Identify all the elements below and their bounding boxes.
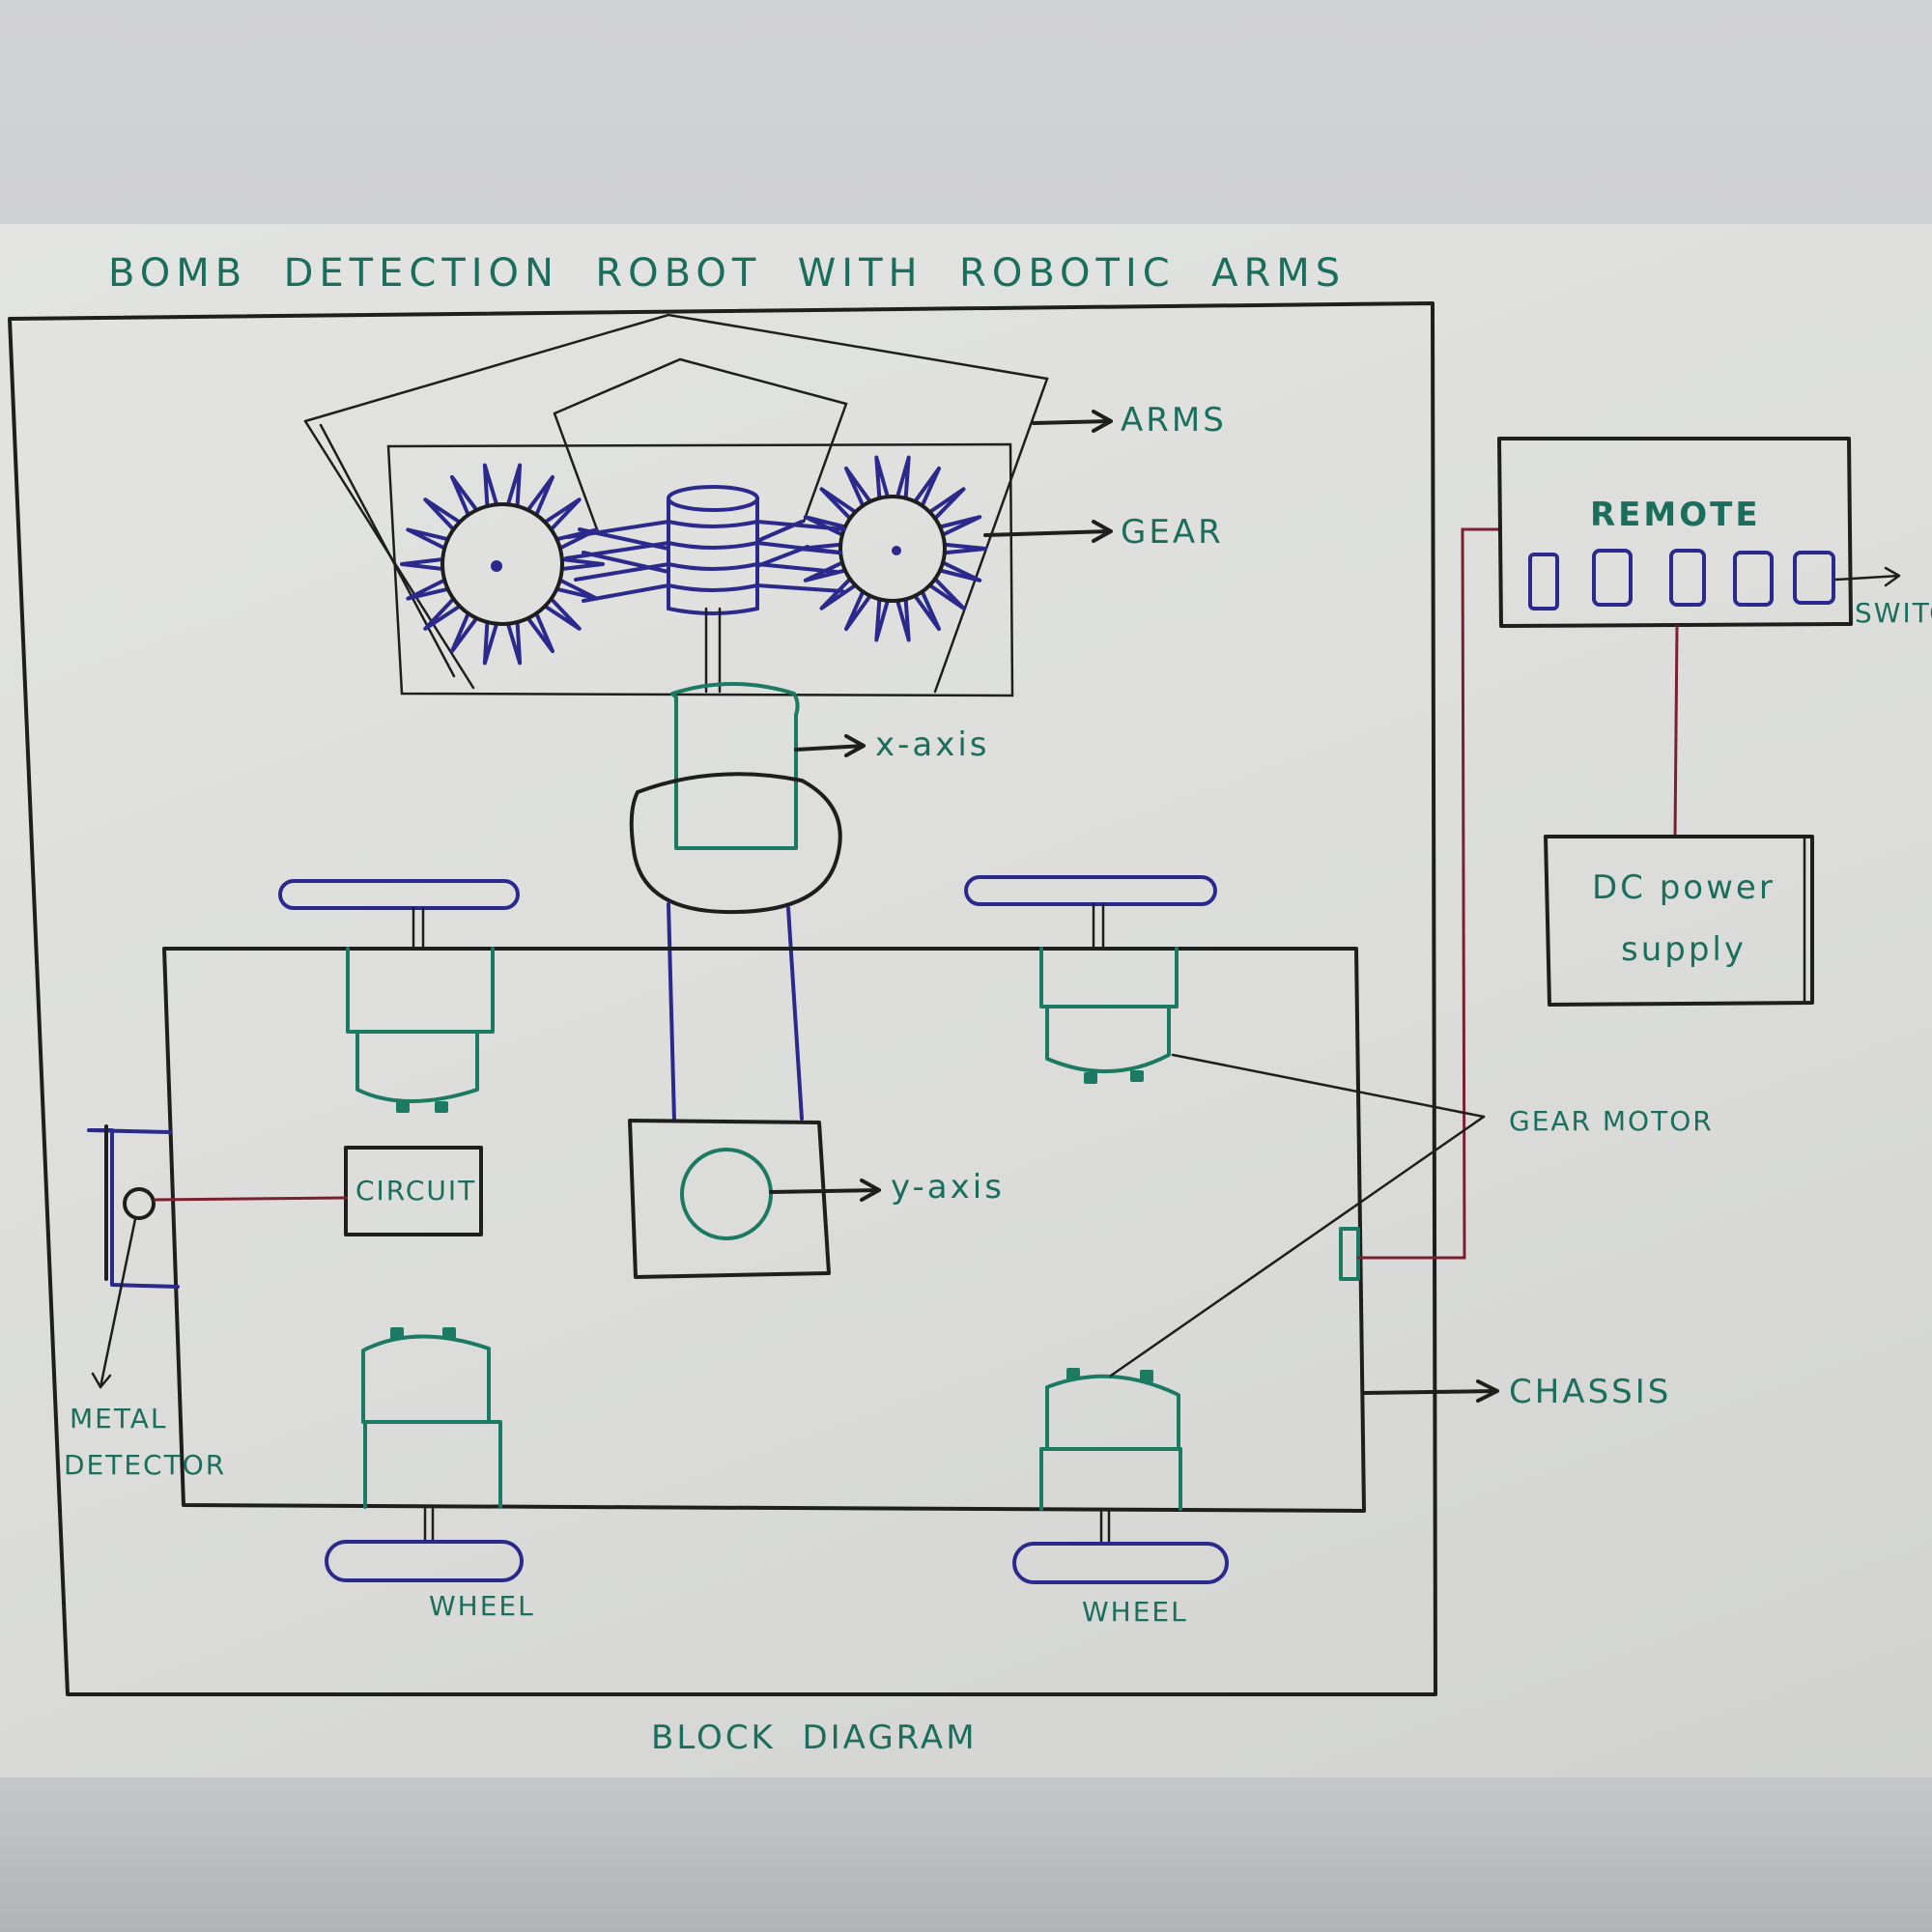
gear-motor-bottom-right <box>1039 1368 1182 1511</box>
remote-box <box>1497 437 1853 628</box>
gear-housing <box>386 442 1014 697</box>
paper-sheet <box>0 224 1932 1777</box>
gear-tooth <box>895 597 911 642</box>
gear-tooth <box>450 611 479 654</box>
wheel-label-right: WHEEL <box>1082 1596 1188 1628</box>
gear-tooth <box>938 515 982 537</box>
gear-tooth <box>543 497 582 532</box>
gear-tooth <box>423 596 462 631</box>
gear-tooth <box>400 557 445 571</box>
gear-tooth <box>938 560 982 582</box>
switches-label: SWITCHES <box>1855 597 1932 629</box>
chassis <box>162 947 1366 1513</box>
remote-switches <box>1528 549 1835 611</box>
gear-tooth <box>913 466 941 508</box>
gear-tooth <box>559 557 605 571</box>
gear-motor-top-right <box>1039 947 1179 1084</box>
wheel-bottom-left <box>325 1507 524 1582</box>
metal-detector-label-1: METAL <box>70 1403 168 1435</box>
gear-motor-top-left <box>346 947 495 1113</box>
gear-label: GEAR <box>1121 513 1224 552</box>
y-axis-motor <box>680 1148 773 1240</box>
chassis-connector <box>1339 1227 1360 1281</box>
column <box>667 902 804 1122</box>
block-diagram-caption: BLOCK DIAGRAM <box>651 1719 978 1757</box>
chassis-label: CHASSIS <box>1509 1373 1671 1411</box>
gear-tooth <box>543 596 582 631</box>
switches-arrow <box>1833 566 1901 587</box>
arms-label: ARMS <box>1121 401 1227 440</box>
chassis-arrow <box>1362 1379 1499 1403</box>
x-axis-arrow <box>794 734 866 757</box>
gear-tooth <box>406 527 450 551</box>
wheel-top-left <box>278 879 520 951</box>
outer-frame <box>8 301 1437 1696</box>
metal-detector-label-2: DETECTOR <box>64 1449 226 1481</box>
power-wire <box>1356 527 1501 1260</box>
left-gear <box>440 502 564 626</box>
gear-tooth <box>844 589 872 632</box>
metal-detector <box>87 1124 348 1389</box>
supply-wire <box>1673 624 1679 838</box>
gear-tooth <box>844 466 872 508</box>
dc-power-label-2: supply <box>1621 930 1747 969</box>
x-axis-label: x-axis <box>875 725 990 764</box>
right-gear <box>838 495 947 603</box>
arms-arrow <box>1032 410 1113 433</box>
gear-tooth <box>554 578 599 601</box>
gear-tooth <box>895 455 911 500</box>
wheel-bottom-right <box>1012 1509 1229 1584</box>
y-axis-label: y-axis <box>891 1168 1005 1207</box>
gear-tooth <box>927 487 966 521</box>
rotation-base <box>629 772 842 915</box>
worm-gear <box>564 485 846 615</box>
gear-tooth <box>482 463 499 508</box>
gear-tooth <box>819 487 858 521</box>
gear-tooth <box>505 463 523 508</box>
gear-motor-leader-1 <box>1171 1053 1486 1119</box>
y-axis-arrow <box>769 1179 881 1202</box>
gear-motor-bottom-left <box>361 1327 502 1509</box>
gear-tooth <box>874 455 890 500</box>
gear-tooth <box>526 474 554 517</box>
gear-assembly <box>400 455 987 694</box>
gear-tooth <box>927 577 966 611</box>
wheel-top-right <box>964 875 1217 951</box>
dc-power-label-1: DC power <box>1592 868 1776 907</box>
wheel-label-left: WHEEL <box>429 1590 535 1622</box>
gear-tooth <box>406 578 450 601</box>
y-axis-block <box>628 1119 831 1279</box>
gear-tooth <box>450 474 479 517</box>
gear-tooth <box>819 577 858 611</box>
gear-tooth <box>526 611 554 654</box>
gear-tooth <box>505 620 523 666</box>
gear-tooth <box>423 497 462 532</box>
circuit-block <box>344 1146 483 1236</box>
circuit-label: CIRCUIT <box>355 1175 476 1207</box>
gear-tooth <box>942 542 987 555</box>
diagram-title: BOMB DETECTION ROBOT WITH ROBOTIC ARMS <box>108 251 1346 296</box>
gear-tooth <box>874 597 890 642</box>
remote-label: REMOTE <box>1590 496 1761 534</box>
x-axis-motor <box>670 682 800 850</box>
gear-tooth <box>803 560 847 582</box>
dc-power-supply <box>1544 835 1814 1007</box>
gear-motor-leader-2 <box>1109 1115 1486 1378</box>
gear-tooth <box>913 589 941 632</box>
gear-arrow <box>983 520 1113 543</box>
gear-tooth <box>482 620 499 666</box>
gear-motor-label: GEAR MOTOR <box>1509 1105 1714 1137</box>
